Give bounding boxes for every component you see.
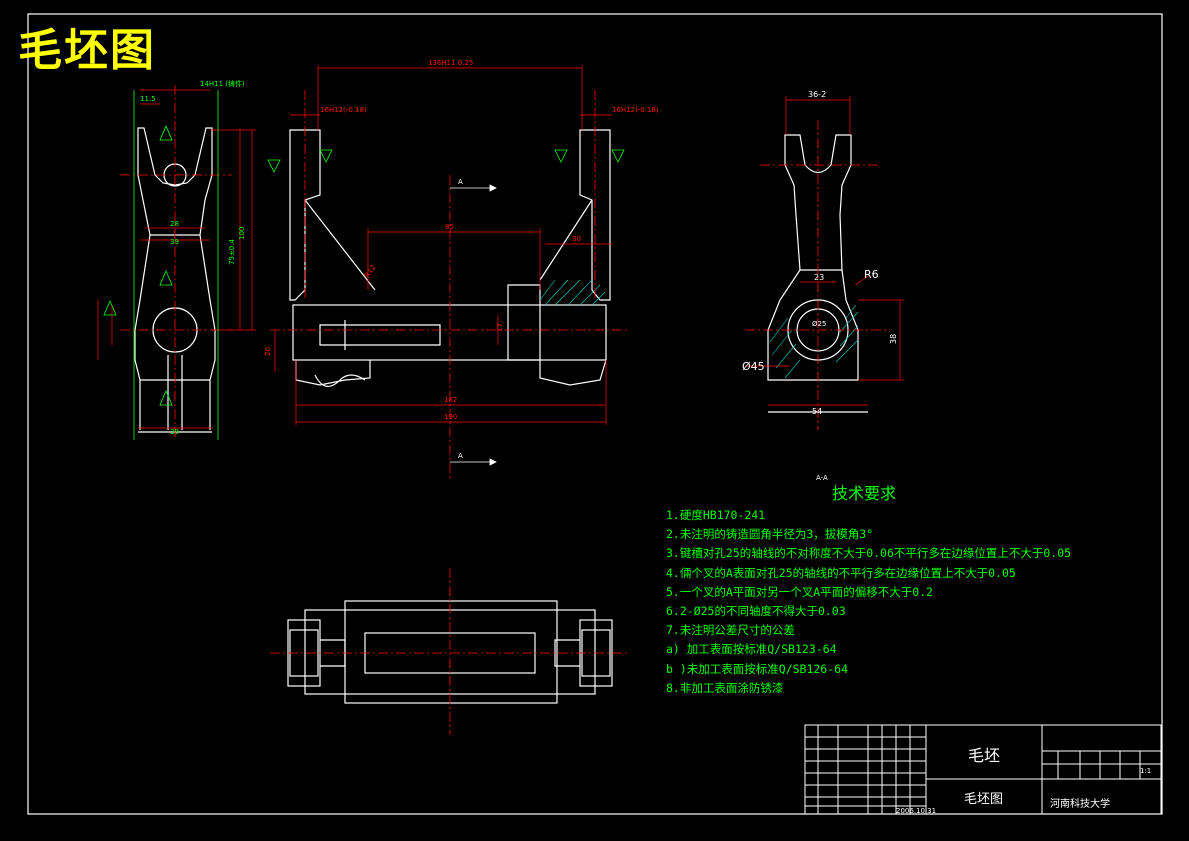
- dim-dia25: Ø25: [812, 320, 826, 328]
- side-view-dims: [745, 96, 904, 406]
- section-label-top: A: [458, 178, 463, 186]
- requirement-item: 4.倆个叉的A表面对孔25的轴线的不平行多在边缘位置上不大于0.05: [666, 565, 1016, 580]
- dim-w28: 28: [170, 220, 179, 228]
- front-view: [289, 129, 611, 387]
- dim-w39-top: 39: [170, 238, 179, 246]
- dim-w39-bot: 39: [170, 428, 179, 436]
- requirement-item: b )未加工表面按标准Q/SB126-64: [666, 661, 849, 676]
- dim-fork-left: 16H12(-0.18): [320, 106, 367, 114]
- dim-h100: 100: [238, 227, 246, 240]
- dim-len190: 190: [444, 413, 457, 421]
- dim-w54: 54: [812, 407, 822, 416]
- dim-offset-small: 11.5: [140, 95, 156, 103]
- section-label-bottom: A: [458, 452, 463, 460]
- title-block-part-name: 毛坯: [968, 746, 1001, 765]
- dim-w23: 23: [814, 273, 824, 282]
- view-label: A-A: [816, 474, 828, 482]
- top-view-centerlines: [270, 568, 630, 735]
- dim-top-width: 14H11 (铸件): [200, 79, 245, 88]
- dim-h38: 38: [889, 334, 898, 344]
- left-view-annotations: [103, 90, 219, 440]
- front-view-annotations: [267, 149, 625, 173]
- requirement-item: 2.未注明的铸造圆角半径为3，拔模角3°: [666, 527, 874, 542]
- drawing-border: [27, 13, 1163, 815]
- dim-r12: R12: [363, 263, 377, 279]
- dim-h17: 17: [496, 323, 504, 332]
- requirement-item: 6.2-Ø25的不同轴度不得大于0.03: [666, 604, 846, 619]
- dim-fork-right: 16H12(-0.18): [612, 106, 659, 114]
- dim-dia45: Ø45: [742, 360, 765, 373]
- requirements-list: 1.硬度HB170-241 2.未注明的铸造圆角半径为3，拔模角3° 3.键槽对…: [666, 506, 1071, 698]
- title-block: [804, 724, 1162, 815]
- dim-h75: 75±0.4: [228, 239, 236, 265]
- dim-len85: 85: [445, 223, 454, 231]
- title-block-school: 河南科技大学: [1050, 799, 1110, 810]
- title-block-scale: 1:1: [1140, 767, 1152, 775]
- section-marks: [450, 184, 497, 466]
- title-block-drawing-name: 毛坯图: [964, 792, 1004, 807]
- dim-radius: R6: [864, 268, 879, 281]
- front-view-centerlines: [270, 90, 630, 480]
- requirement-item: 5.一个叉的A平面对另一个叉A平面的偏移不大于0.2: [666, 584, 933, 599]
- requirement-item: a) 加工表面按标准Q/SB123-64: [666, 642, 837, 657]
- front-view-dims: [274, 65, 612, 425]
- dim-h20: 20: [264, 347, 272, 356]
- front-view-hatch: [539, 279, 606, 306]
- requirements-heading: 技术要求: [832, 484, 897, 503]
- requirement-item: 8.非加工表面涂防锈漆: [666, 680, 784, 695]
- page-title: 毛坯图: [18, 25, 156, 76]
- dim-len30: 30: [572, 235, 581, 243]
- title-block-date: 2006.10.31: [896, 807, 937, 815]
- left-view-centerlines: [120, 85, 232, 440]
- requirement-item: 1.硬度HB170-241: [666, 508, 766, 522]
- dim-side-width-top: 36-2: [808, 90, 826, 99]
- dim-fork-span: 136H11 0.25: [428, 59, 473, 67]
- dim-len182: 182: [444, 396, 457, 404]
- side-view-centerlines: [745, 120, 890, 430]
- side-view-hatch: [769, 304, 859, 379]
- requirement-item: 7.未注明公差尺寸的公差: [666, 623, 795, 638]
- requirement-item: 3.键槽对孔25的轴线的不对称度不大于0.06不平行多在边缘位置上不大于0.05: [666, 546, 1072, 561]
- top-view: [287, 600, 613, 704]
